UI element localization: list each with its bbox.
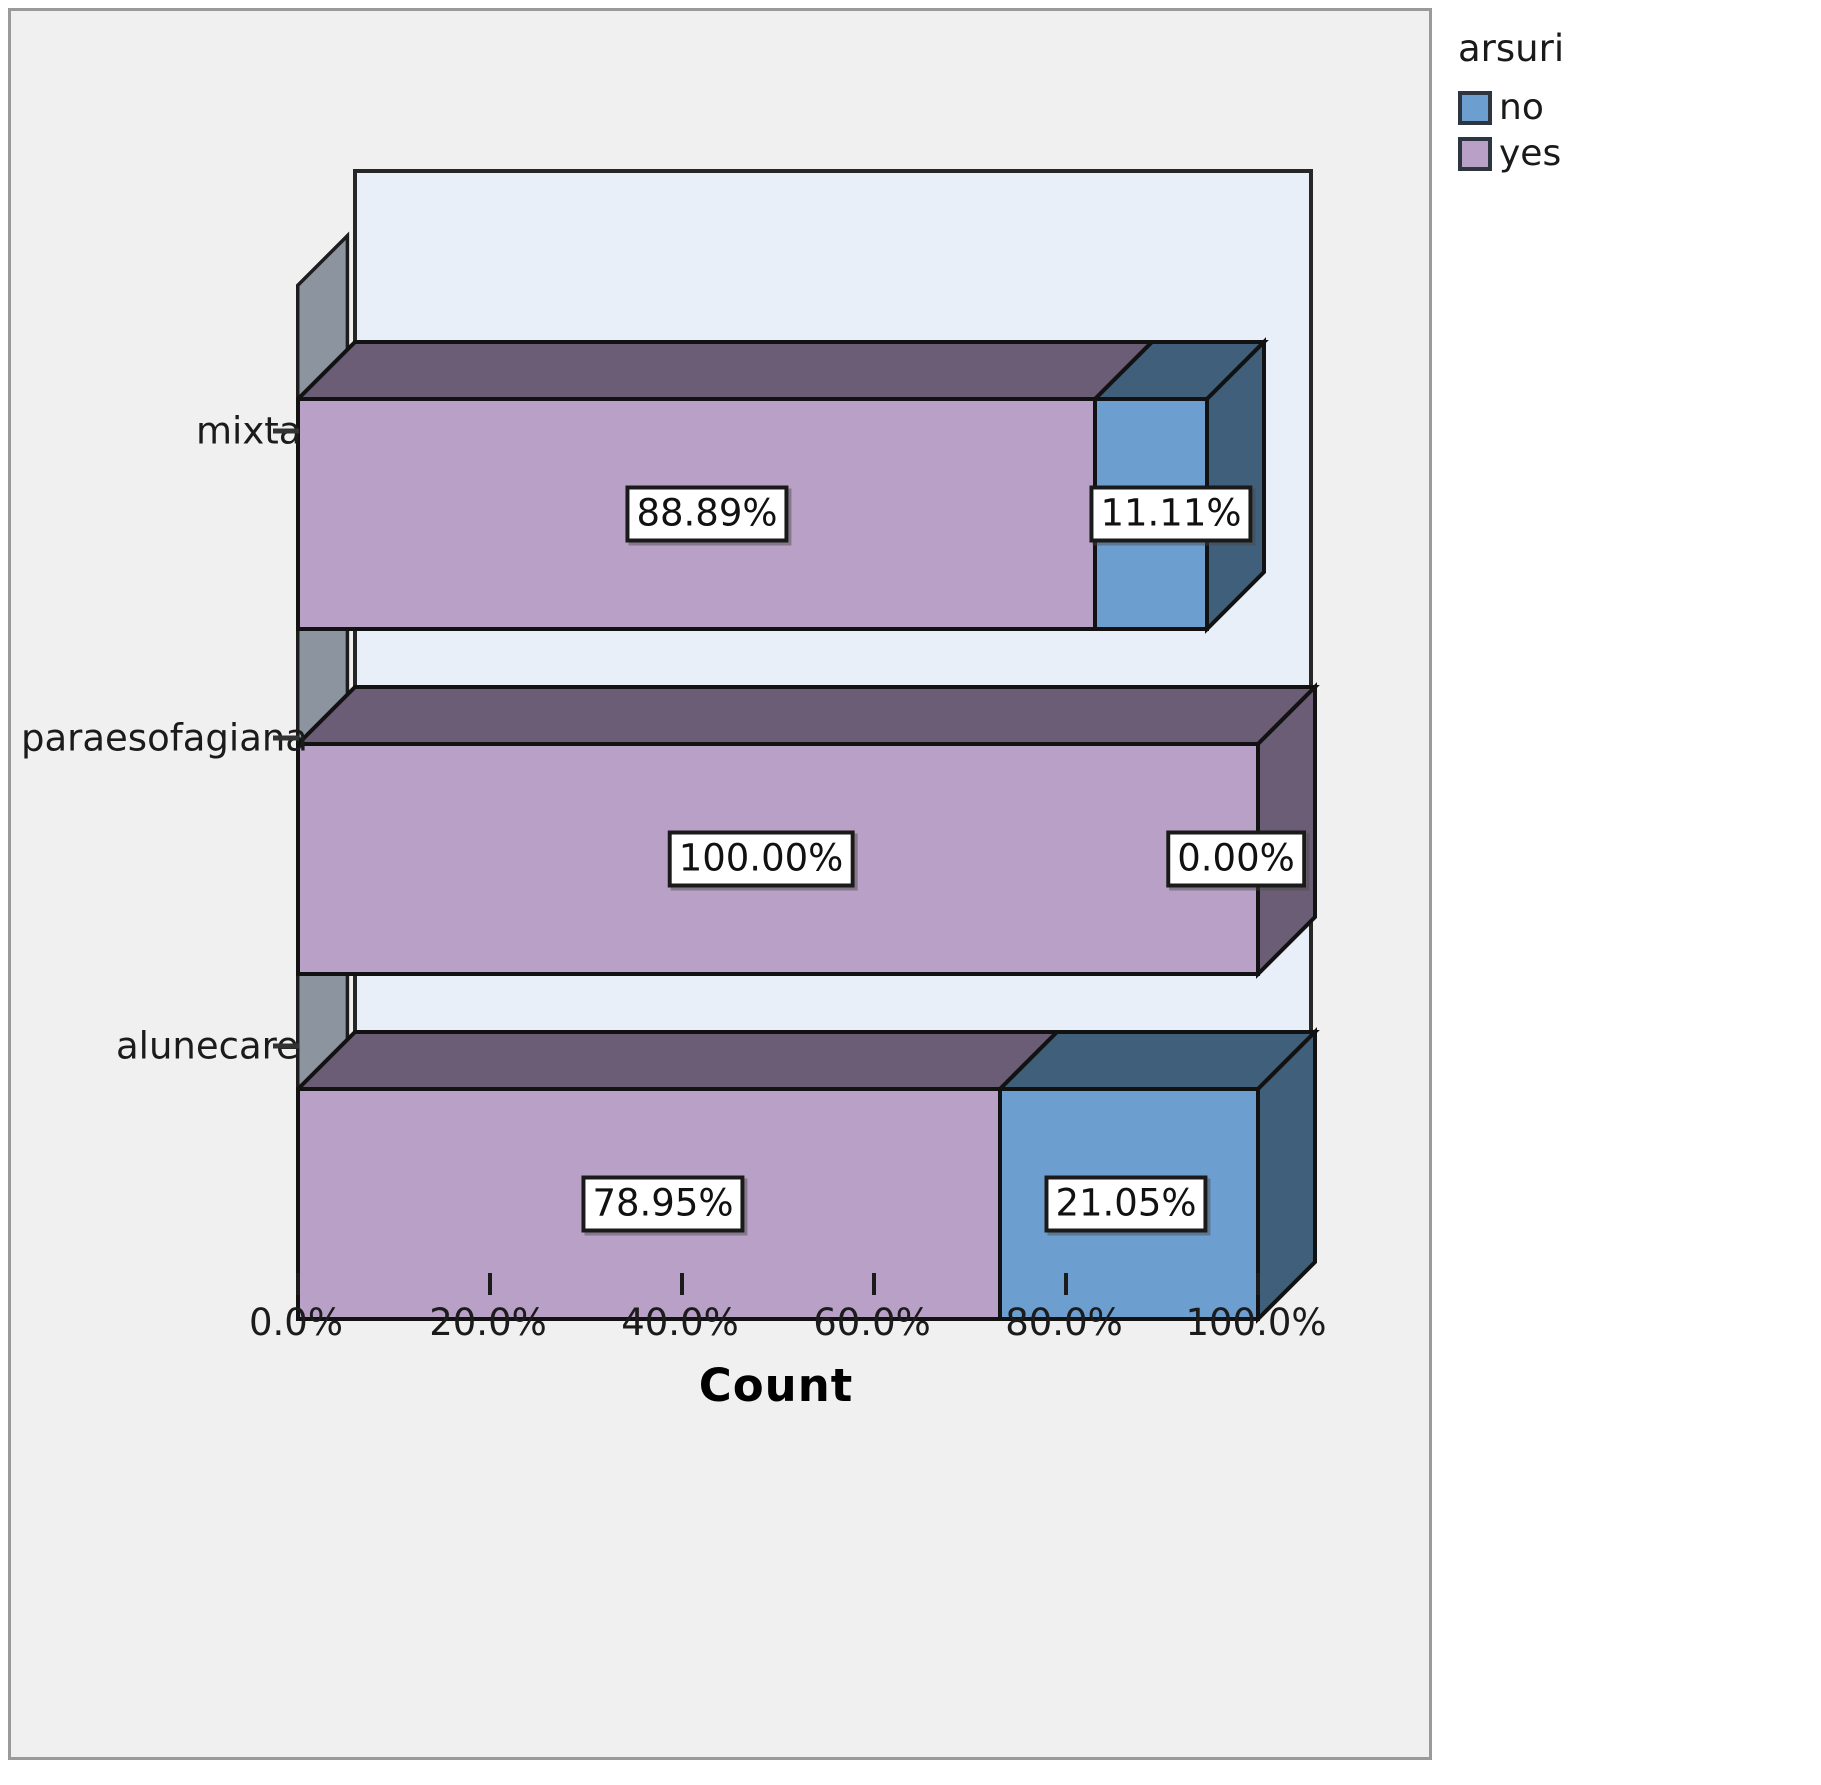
legend-label-yes: yes (1499, 133, 1562, 174)
data-label-alunecare-no: 21.05% (1044, 1175, 1208, 1233)
data-label-mixta-no: 11.11% (1089, 485, 1253, 543)
legend-swatch-no-icon (1458, 91, 1492, 125)
x-tick-mark-60 (872, 1273, 876, 1295)
data-label-paraesofagiana-yes: 100.00% (667, 830, 855, 888)
bar-paraesofagiana-3d[interactable] (296, 626, 1326, 1046)
data-label-mixta-yes: 88.89% (625, 485, 789, 543)
y-tick-alunecare (273, 1043, 299, 1049)
legend-item-no[interactable]: no (1458, 85, 1808, 131)
x-tick-label-20: 20.0% (429, 1301, 547, 1344)
y-tick-paraesofagiana (273, 735, 299, 741)
y-label-paraesofagiana: paraesofagiana (21, 716, 308, 760)
data-label-alunecare-yes: 78.95% (581, 1175, 745, 1233)
x-tick-label-100: 100.0% (1185, 1301, 1327, 1344)
x-tick-label-0: 0.0% (249, 1301, 343, 1344)
x-tick-mark-0 (296, 1273, 300, 1295)
chart-panel: 88.89% 11.11% 100.00% 0.00% 78.95% 21.05… (8, 8, 1432, 1760)
legend-title: arsuri (1458, 27, 1565, 70)
data-label-paraesofagiana-no: 0.00% (1166, 830, 1306, 888)
x-axis-title: Count (698, 1359, 854, 1412)
x-tick-label-60: 60.0% (813, 1301, 931, 1344)
x-tick-mark-80 (1064, 1273, 1068, 1295)
x-axis: 0.0% 20.0% 40.0% 60.0% 80.0% 100.0% (249, 1273, 1356, 1344)
legend-label-no: no (1499, 87, 1544, 128)
plot-area: 88.89% 11.11% 100.00% 0.00% 78.95% 21.05… (296, 169, 1320, 1324)
x-tick-mark-100 (1256, 1273, 1260, 1295)
x-tick-mark-40 (680, 1273, 684, 1295)
legend: arsuri no yes (1458, 30, 1808, 177)
x-tick-label-80: 80.0% (1005, 1301, 1123, 1344)
y-tick-mixta (273, 428, 299, 434)
x-tick-label-40: 40.0% (621, 1301, 739, 1344)
x-tick-mark-20 (488, 1273, 492, 1295)
legend-item-yes[interactable]: yes (1458, 131, 1808, 177)
y-label-alunecare: alunecare (116, 1024, 299, 1068)
legend-swatch-yes-icon (1458, 137, 1492, 171)
